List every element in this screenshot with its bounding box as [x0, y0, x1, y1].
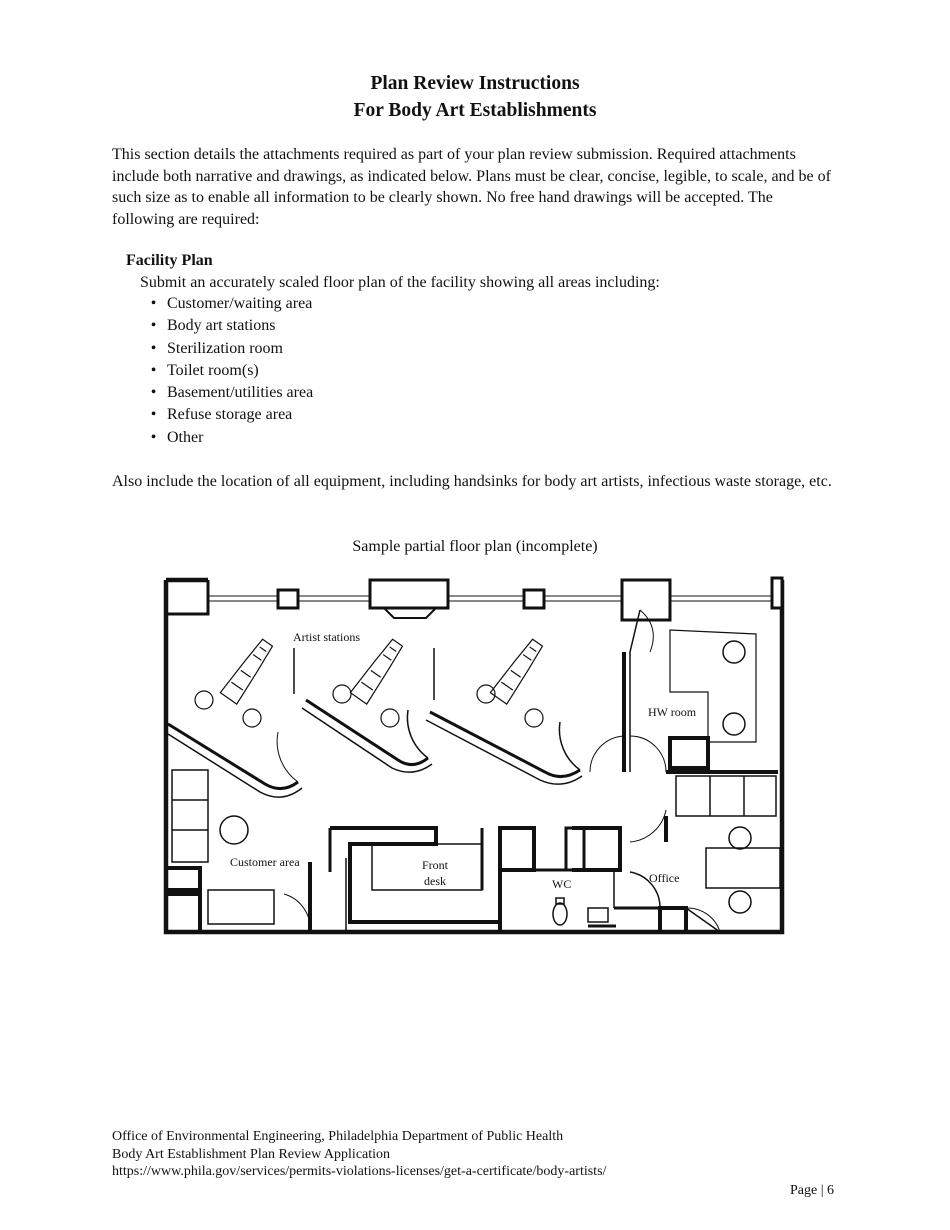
bullet-icon: • — [150, 384, 157, 402]
list-item-text: Body art stations — [167, 317, 276, 335]
label-office: Office — [649, 871, 679, 885]
bullet-icon: • — [150, 317, 157, 335]
page-number: Page | 6 — [790, 1183, 835, 1198]
bullet-icon: • — [150, 361, 157, 379]
facility-plan-text: Submit an accurately scaled floor plan o… — [140, 274, 660, 291]
label-wc: WC — [552, 877, 571, 891]
list-item-text: Other — [167, 428, 204, 446]
list-item-text: Basement/utilities area — [167, 384, 314, 402]
figure-caption: Sample partial floor plan (incomplete) — [352, 538, 598, 555]
list-item-text: Sterilization room — [167, 339, 283, 357]
label-customer-area: Customer area — [230, 855, 300, 869]
label-front-desk-line1: Front — [422, 858, 449, 872]
also-include-paragraph: Also include the location of all equipme… — [112, 473, 832, 490]
list-item: • Other — [140, 427, 313, 449]
label-hw-room: HW room — [648, 705, 697, 719]
title-line-2: For Body Art Establishments — [353, 100, 597, 121]
hw-room — [589, 609, 757, 773]
bullet-icon: • — [150, 428, 157, 446]
customer-area — [166, 769, 312, 933]
footer-line-3: https://www.phila.gov/services/permits-v… — [112, 1164, 607, 1179]
list-item: • Sterilization room — [140, 338, 313, 360]
floor-plan-drawing: Artist stations HW room Customer area Fr… — [163, 576, 785, 935]
floor-plan-figure: Artist stations HW room Customer area Fr… — [160, 572, 790, 942]
artist-station-partitions — [167, 648, 583, 798]
list-item: • Body art stations — [140, 315, 313, 337]
list-item-text: Refuse storage area — [167, 406, 293, 424]
intro-paragraph: This section details the attachments req… — [112, 146, 831, 228]
label-artist-stations: Artist stations — [293, 630, 360, 644]
footer-line-1: Office of Environmental Engineering, Phi… — [112, 1129, 564, 1144]
footer: Office of Environmental Engineering, Phi… — [112, 1128, 606, 1181]
page-title: Plan Review Instructions For Body Art Es… — [0, 70, 950, 124]
tattoo-chairs — [194, 638, 544, 728]
title-line-1: Plan Review Instructions — [370, 73, 580, 94]
list-item: • Customer/waiting area — [140, 293, 313, 315]
bullet-icon: • — [150, 339, 157, 357]
footer-line-2: Body Art Establishment Plan Review Appli… — [112, 1146, 391, 1162]
list-item: • Refuse storage area — [140, 404, 313, 426]
office-area — [629, 770, 781, 934]
list-item-text: Customer/waiting area — [167, 295, 313, 312]
bullet-icon: • — [150, 406, 157, 424]
label-front-desk-line2: desk — [424, 874, 446, 888]
wc-and-front-desk — [328, 826, 661, 932]
facility-plan-heading: Facility Plan — [126, 252, 213, 269]
list-item: • Toilet room(s) — [140, 360, 313, 382]
facility-areas-list: • Customer/waiting area • Body art station… — [140, 293, 313, 449]
bullet-icon: • — [150, 295, 157, 312]
list-item: • Basement/utilities area — [140, 382, 313, 404]
exterior-walls — [163, 576, 785, 935]
list-item-text: Toilet room(s) — [167, 361, 259, 379]
